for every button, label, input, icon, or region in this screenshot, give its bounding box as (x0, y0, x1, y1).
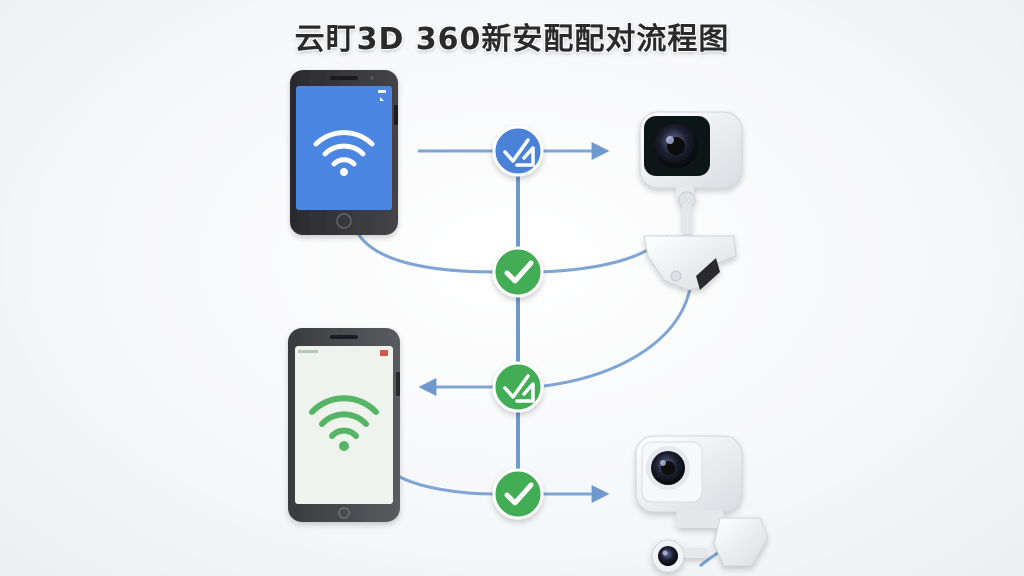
home-button (336, 213, 352, 229)
smartphone-receiver (288, 328, 400, 522)
confirm-sign-icon (503, 138, 535, 167)
step-node-2 (492, 246, 544, 298)
curve-camera1-to-node3 (543, 287, 692, 388)
security-camera-bottom (635, 435, 769, 573)
confirm-sign-icon (503, 374, 535, 403)
step-node-3 (492, 361, 544, 413)
home-button (338, 507, 350, 519)
diagram-title: 云盯3D 360新安配配对流程图 (294, 22, 730, 57)
step-node-1 (492, 125, 544, 177)
checkmark-icon (504, 482, 534, 506)
curve-phone2-to-node4 (397, 474, 495, 496)
mini-camera-accessory (651, 539, 708, 573)
checkmark-icon (504, 260, 534, 284)
step-node-4 (492, 468, 544, 520)
wifi-icon (313, 130, 375, 176)
wifi-icon (309, 395, 379, 451)
curve-phone1-to-node2 (353, 227, 497, 274)
security-camera-top (639, 111, 743, 291)
phone-screen-light (295, 346, 393, 504)
status-icons (378, 90, 386, 101)
smartphone-sender (290, 70, 398, 235)
